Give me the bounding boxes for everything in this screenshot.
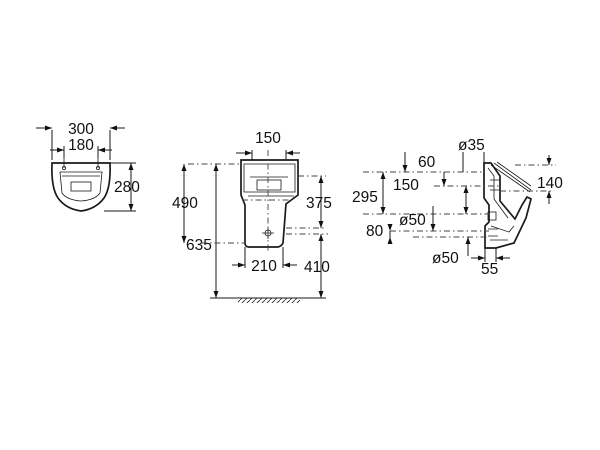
section-d60: 60 [418, 154, 436, 171]
floor-hatch [238, 298, 300, 303]
section-d150: 150 [393, 177, 419, 194]
side-height-375: 375 [306, 195, 332, 212]
section-d80: 80 [366, 223, 384, 240]
section-d50-lower: ø50 [432, 250, 459, 267]
front-bowl-outline [51, 162, 111, 212]
front-view: 300 180 280 [36, 121, 140, 212]
front-bowl-inner [59, 171, 103, 202]
section-body-outline [483, 162, 532, 249]
front-width-300: 300 [68, 121, 94, 138]
side-view: 150 490 375 635 210 410 [172, 130, 332, 303]
side-total-635: 635 [186, 237, 212, 254]
section-d35: ø35 [458, 137, 485, 154]
side-top-150: 150 [255, 130, 281, 147]
side-height-490: 490 [172, 195, 198, 212]
section-d140: 140 [537, 175, 563, 192]
side-floor-410: 410 [304, 259, 330, 276]
section-d295: 295 [352, 189, 378, 206]
section-d50-upper: ø50 [399, 212, 426, 229]
front-height-280: 280 [114, 179, 140, 196]
side-base-210: 210 [251, 258, 277, 275]
front-width-180: 180 [68, 137, 94, 154]
section-d55: 55 [481, 261, 498, 278]
side-body-outline [240, 159, 299, 248]
section-view: ø35 60 295 150 140 ø50 80 [352, 137, 563, 278]
